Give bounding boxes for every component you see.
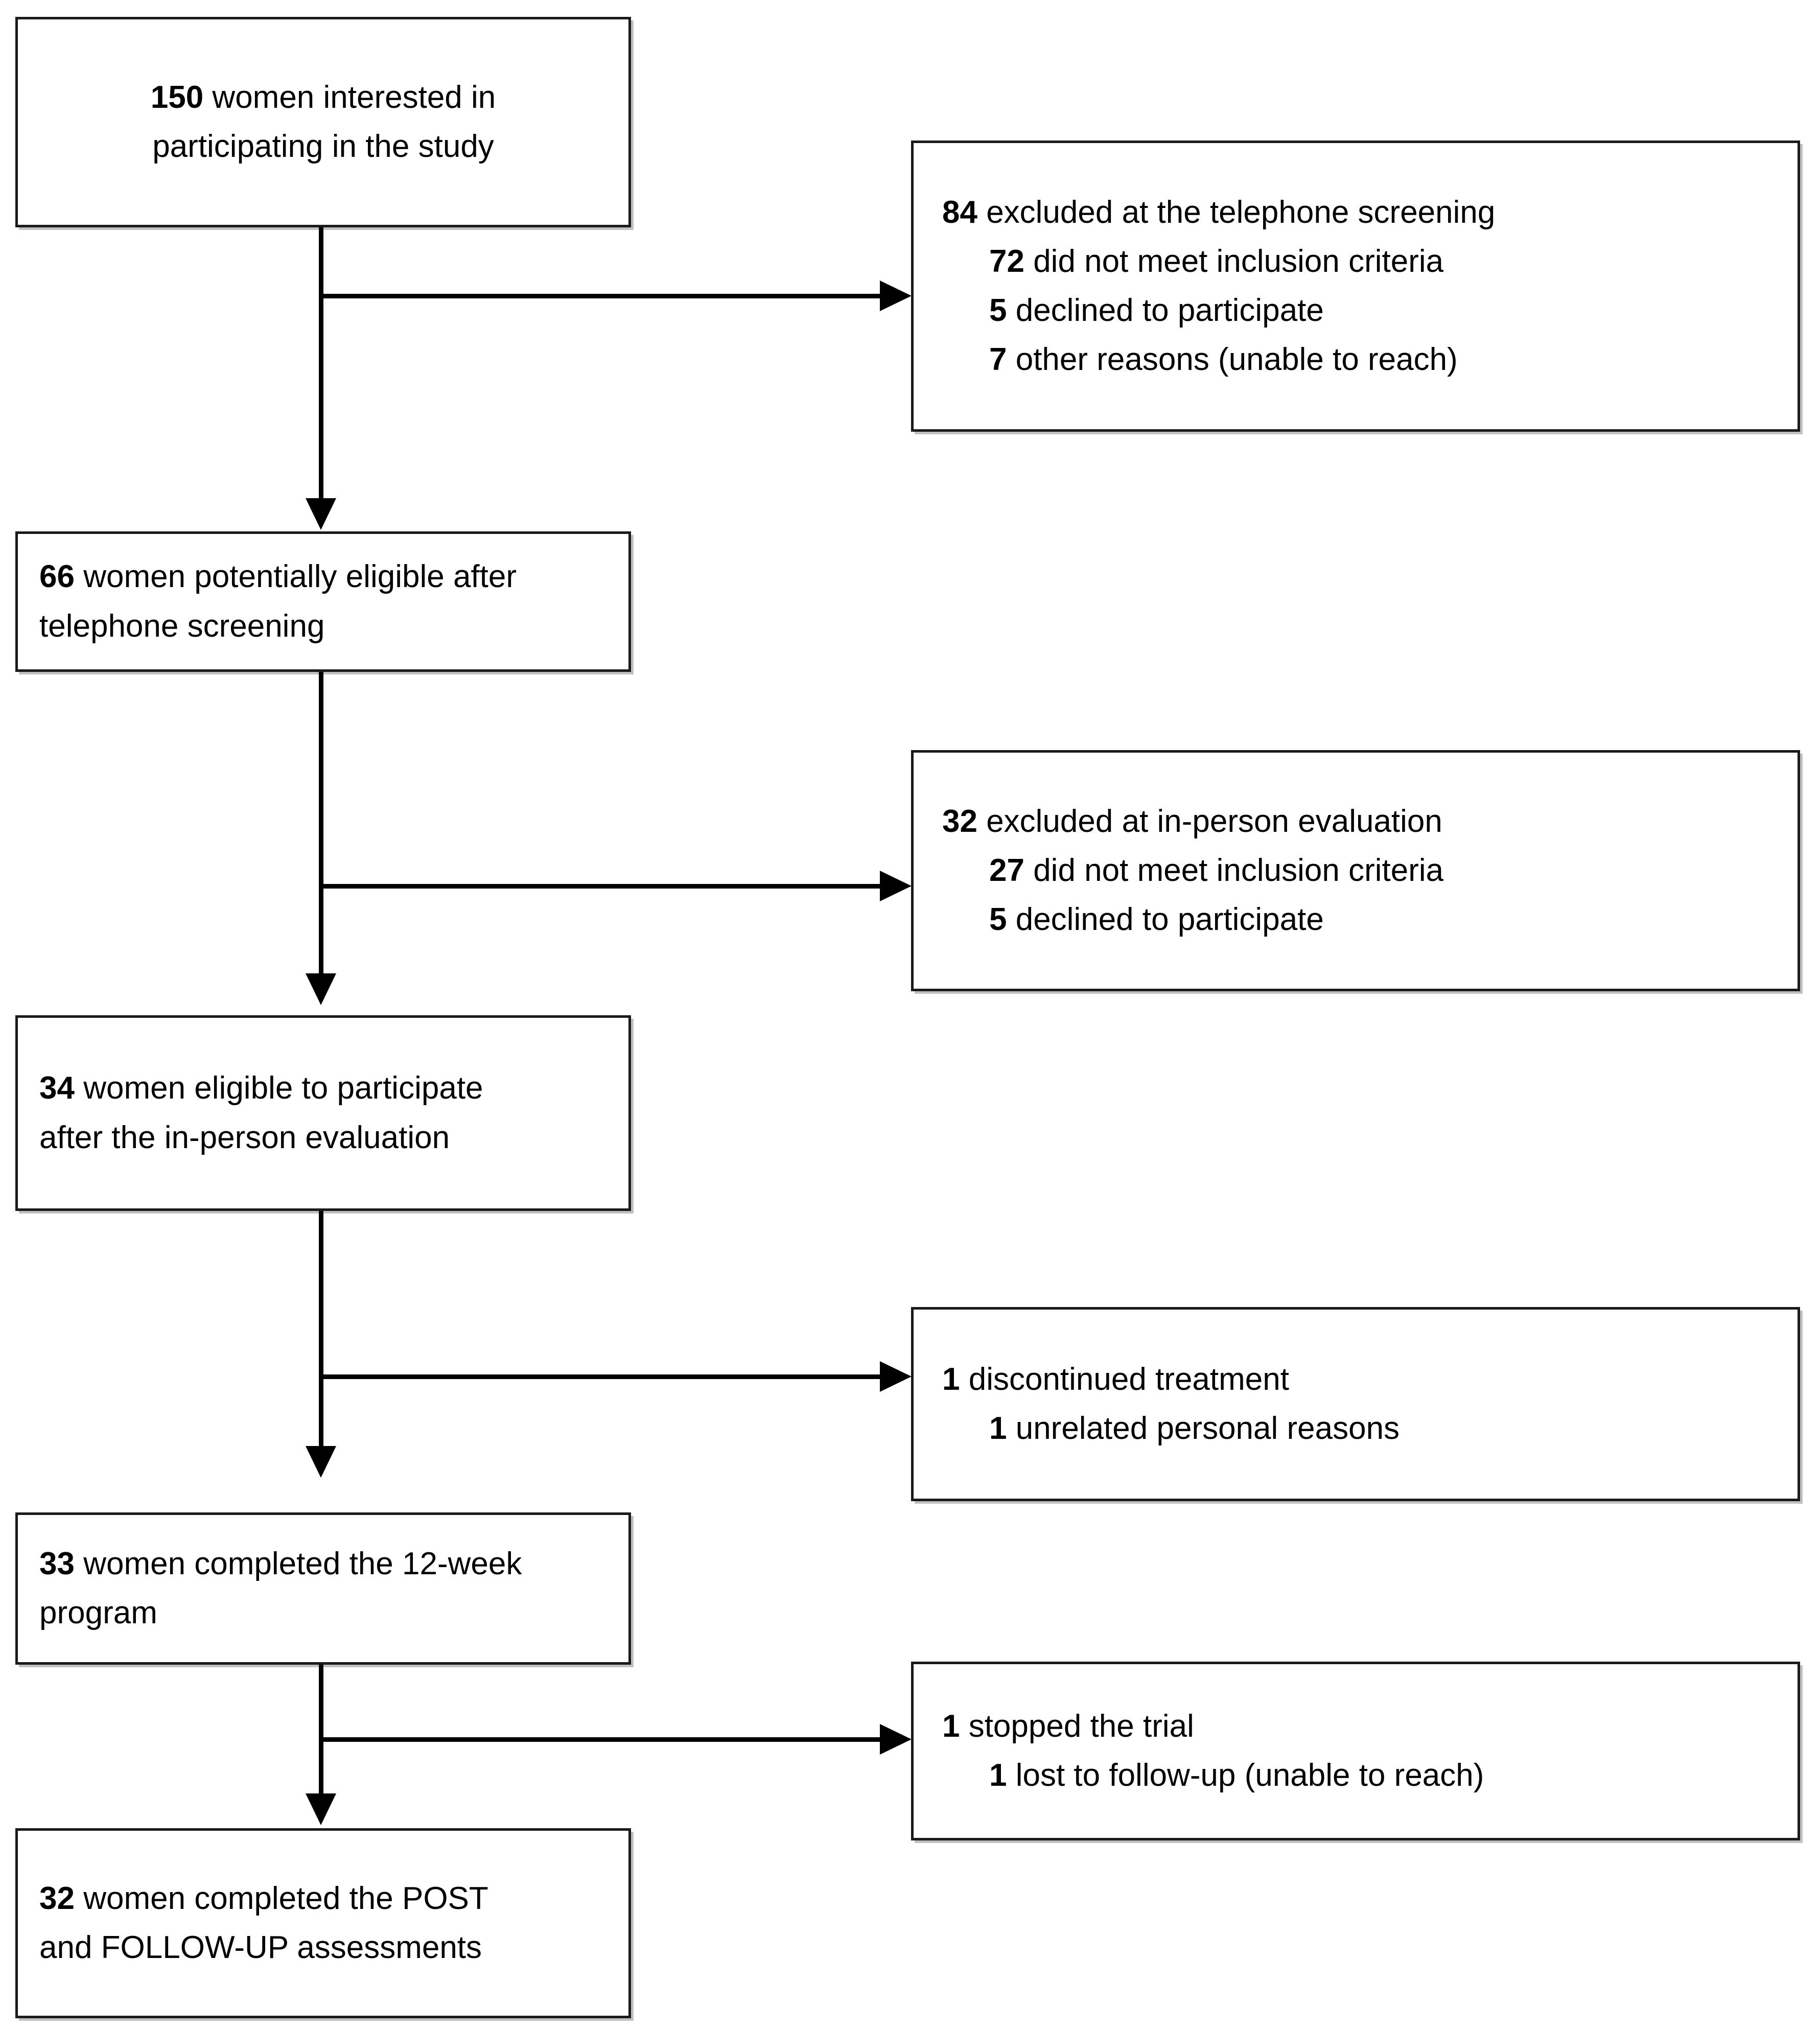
node-discontinued-head-text: discontinued treatment xyxy=(960,1361,1289,1397)
node-discontinued-sub-1: 1 unrelated personal reasons xyxy=(942,1404,1769,1453)
node-excluded-telephone: 84 excluded at the telephone screening 7… xyxy=(911,141,1800,432)
node-completed-assessments-line-2: and FOLLOW-UP assessments xyxy=(39,1923,607,1972)
connector-hline-1 xyxy=(319,294,881,298)
connector-vline-4 xyxy=(319,1665,323,1798)
node-excluded-inperson-number: 32 xyxy=(942,803,977,839)
node-interested: 150 women interested in participating in… xyxy=(15,17,631,227)
connector-arrowhead-down-3 xyxy=(306,1446,336,1478)
connector-vline-3 xyxy=(319,1211,323,1451)
node-excluded-inperson-sub-2: 5 declined to participate xyxy=(942,895,1769,944)
connector-vline-1 xyxy=(319,227,323,503)
node-excluded-inperson-sub-1-number: 27 xyxy=(989,852,1024,888)
node-interested-line-1: 150 women interested in xyxy=(39,73,607,122)
connector-arrowhead-right-3 xyxy=(880,1361,912,1392)
node-interested-text-1: women interested in xyxy=(203,79,496,115)
node-stopped-trial-sub-1: 1 lost to follow-up (unable to reach) xyxy=(942,1751,1769,1800)
node-excluded-inperson-head-text: excluded at in-person evaluation xyxy=(977,803,1442,839)
node-interested-line-2: participating in the study xyxy=(39,122,607,171)
node-excluded-inperson-sub-2-number: 5 xyxy=(989,902,1007,938)
node-completed-program-line-1: 33 women completed the 12-week xyxy=(39,1540,607,1589)
connector-hline-3 xyxy=(319,1374,881,1379)
node-discontinued-sub-1-number: 1 xyxy=(989,1411,1007,1446)
connector-arrowhead-down-2 xyxy=(306,973,336,1005)
node-excluded-telephone-sub-3-text: other reasons (unable to reach) xyxy=(1007,342,1458,378)
node-potentially-eligible-line-1: 66 women potentially eligible after xyxy=(39,552,607,601)
connector-arrowhead-down-4 xyxy=(306,1793,336,1825)
node-interested-text-2: participating in the study xyxy=(152,129,494,164)
node-completed-program: 33 women completed the 12-week program xyxy=(15,1512,631,1665)
node-eligible-number: 34 xyxy=(39,1070,75,1106)
node-stopped-trial-sub-1-text: lost to follow-up (unable to reach) xyxy=(1007,1758,1484,1793)
node-excluded-inperson-sub-1-text: did not meet inclusion criteria xyxy=(1024,852,1444,888)
node-excluded-telephone-sub-2-number: 5 xyxy=(989,293,1007,328)
node-eligible-line-1: 34 women eligible to participate xyxy=(39,1064,607,1113)
node-potentially-eligible-text-1: women potentially eligible after xyxy=(74,559,517,595)
node-stopped-trial-head-text: stopped the trial xyxy=(960,1708,1194,1744)
node-completed-assessments-line-1: 32 women completed the POST xyxy=(39,1874,607,1923)
node-stopped-trial-sub-1-number: 1 xyxy=(989,1758,1007,1793)
node-excluded-telephone-sub-2: 5 declined to participate xyxy=(942,286,1769,335)
node-excluded-telephone-sub-2-text: declined to participate xyxy=(1007,293,1324,328)
node-stopped-trial-number: 1 xyxy=(942,1708,960,1744)
node-excluded-telephone-sub-1-number: 72 xyxy=(989,243,1024,279)
connector-arrowhead-right-2 xyxy=(880,871,912,901)
connector-arrowhead-right-4 xyxy=(880,1724,912,1755)
node-potentially-eligible-text-2: telephone screening xyxy=(39,608,325,644)
node-completed-program-number: 33 xyxy=(39,1546,75,1581)
node-completed-assessments-text-1: women completed the POST xyxy=(74,1880,488,1916)
node-excluded-telephone-sub-1-text: did not meet inclusion criteria xyxy=(1024,243,1444,279)
node-excluded-telephone-number: 84 xyxy=(942,194,977,230)
node-excluded-inperson: 32 excluded at in-person evaluation 27 d… xyxy=(911,750,1800,991)
node-completed-program-line-2: program xyxy=(39,1589,607,1638)
connector-vline-2 xyxy=(319,672,323,978)
node-excluded-telephone-sub-1: 72 did not meet inclusion criteria xyxy=(942,237,1769,286)
node-eligible-line-2: after the in-person evaluation xyxy=(39,1113,607,1162)
node-discontinued-number: 1 xyxy=(942,1361,960,1397)
node-completed-assessments: 32 women completed the POST and FOLLOW-U… xyxy=(15,1828,631,2018)
node-excluded-telephone-head: 84 excluded at the telephone screening xyxy=(942,188,1769,237)
node-stopped-trial-head: 1 stopped the trial xyxy=(942,1702,1769,1751)
node-potentially-eligible-number: 66 xyxy=(39,559,75,595)
connector-arrowhead-down-1 xyxy=(306,498,336,530)
node-interested-number: 150 xyxy=(150,79,204,115)
node-eligible-text-2: after the in-person evaluation xyxy=(39,1120,450,1155)
node-discontinued: 1 discontinued treatment 1 unrelated per… xyxy=(911,1307,1800,1501)
node-excluded-telephone-sub-3: 7 other reasons (unable to reach) xyxy=(942,335,1769,384)
node-potentially-eligible: 66 women potentially eligible after tele… xyxy=(15,531,631,672)
node-stopped-trial: 1 stopped the trial 1 lost to follow-up … xyxy=(911,1662,1800,1840)
node-completed-program-text-2: program xyxy=(39,1595,157,1630)
connector-arrowhead-right-1 xyxy=(880,281,912,311)
node-eligible-text-1: women eligible to participate xyxy=(74,1070,483,1106)
node-excluded-inperson-sub-1: 27 did not meet inclusion criteria xyxy=(942,846,1769,895)
node-completed-assessments-text-2: and FOLLOW-UP assessments xyxy=(39,1930,482,1965)
node-excluded-inperson-head: 32 excluded at in-person evaluation xyxy=(942,797,1769,846)
node-completed-program-text-1: women completed the 12-week xyxy=(74,1546,522,1581)
node-discontinued-head: 1 discontinued treatment xyxy=(942,1355,1769,1404)
node-excluded-telephone-sub-3-number: 7 xyxy=(989,342,1007,378)
node-excluded-telephone-head-text: excluded at the telephone screening xyxy=(977,194,1496,230)
node-discontinued-sub-1-text: unrelated personal reasons xyxy=(1007,1411,1400,1446)
node-eligible: 34 women eligible to participate after t… xyxy=(15,1015,631,1211)
node-potentially-eligible-line-2: telephone screening xyxy=(39,602,607,651)
node-completed-assessments-number: 32 xyxy=(39,1880,75,1916)
connector-hline-2 xyxy=(319,884,881,889)
node-excluded-inperson-sub-2-text: declined to participate xyxy=(1007,902,1324,938)
connector-hline-4 xyxy=(319,1737,881,1742)
